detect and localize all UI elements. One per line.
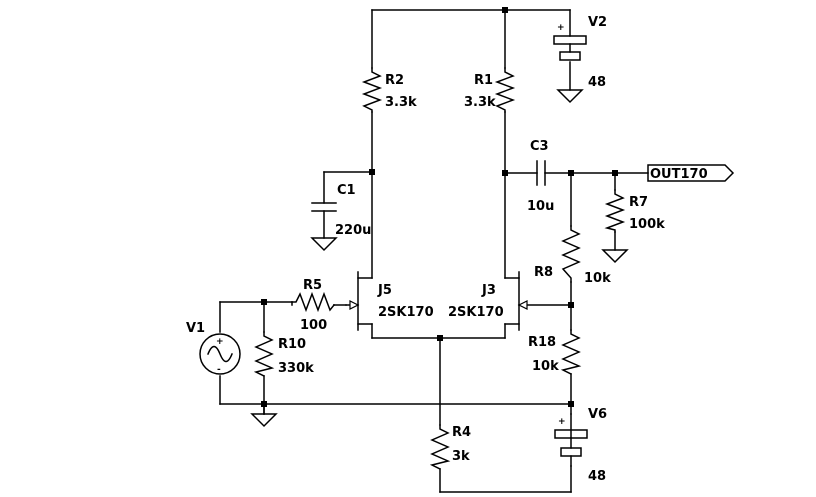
output-port [647, 164, 735, 182]
ground-v2 [556, 89, 584, 104]
label-r7-name: R7 [629, 195, 648, 210]
label-r8-value: 10k [584, 271, 611, 286]
label-v6-plus: + [558, 417, 566, 427]
label-r2-name: R2 [385, 73, 404, 88]
resistor-r1 [494, 67, 516, 113]
resistor-r18 [560, 329, 582, 376]
label-v2-name: V2 [588, 15, 607, 30]
battery-v6 [554, 429, 588, 467]
label-v1-name: V1 [186, 321, 205, 336]
junction-dot [261, 299, 267, 305]
junctions [261, 7, 618, 407]
ground-c1 [310, 237, 338, 252]
label-j3-name: J3 [481, 283, 496, 298]
labels: V2 48 + R2 3.3k R1 3.3k C3 10u C1 220u R… [186, 15, 708, 484]
resistor-r10 [253, 331, 275, 378]
label-v2-plus: + [557, 23, 565, 33]
resistor-r2 [361, 67, 383, 113]
label-r5-value: 100 [300, 318, 327, 333]
label-r8-name: R8 [534, 265, 553, 280]
label-r18-value: 10k [532, 359, 559, 374]
label-v1-plus: + [216, 337, 224, 347]
label-r10-value: 330k [278, 361, 314, 376]
label-v6-value: 48 [588, 469, 606, 484]
label-c1-name: C1 [337, 183, 356, 198]
junction-dot [261, 401, 267, 407]
signal-source-v1 [199, 333, 241, 375]
junction-dot [568, 401, 574, 407]
junction-dot [568, 170, 574, 176]
label-r4-value: 3k [452, 449, 470, 464]
junction-dot [502, 7, 508, 13]
label-v2-value: 48 [588, 75, 606, 90]
label-r10-name: R10 [278, 337, 306, 352]
capacitor-c3 [536, 160, 546, 186]
battery-v2 [553, 35, 587, 61]
ground-r7 [601, 249, 629, 264]
label-j5-value: 2SK170 [378, 305, 434, 320]
label-r1-value: 3.3k [464, 95, 496, 110]
label-r2-value: 3.3k [385, 95, 417, 110]
label-v6-name: V6 [588, 407, 607, 422]
label-j3-value: 2SK170 [448, 305, 504, 320]
label-r18-name: R18 [528, 335, 556, 350]
resistor-r8 [561, 225, 581, 283]
junction-dot [369, 169, 375, 175]
label-r5-name: R5 [303, 278, 322, 293]
label-r4-name: R4 [452, 425, 471, 440]
jfet-j5 [345, 271, 360, 331]
resistor-r7 [604, 189, 626, 233]
junction-dot [437, 335, 443, 341]
resistor-r5 [291, 291, 336, 313]
wires [219, 9, 649, 493]
label-v1-minus: - [217, 365, 221, 375]
label-c3-name: C3 [530, 139, 549, 154]
label-c3-value: 10u [527, 199, 554, 214]
jfet-j3 [517, 271, 528, 331]
capacitor-c1 [311, 202, 337, 212]
label-output: OUT170 [650, 167, 708, 182]
junction-dot [568, 302, 574, 308]
label-r1-name: R1 [474, 73, 493, 88]
junction-dot [502, 170, 508, 176]
resistor-r4 [429, 424, 451, 471]
label-c1-value: 220u [335, 223, 371, 238]
ground-input [250, 413, 278, 428]
junction-dot [612, 170, 618, 176]
label-r7-value: 100k [629, 217, 665, 232]
label-j5-name: J5 [377, 283, 392, 298]
